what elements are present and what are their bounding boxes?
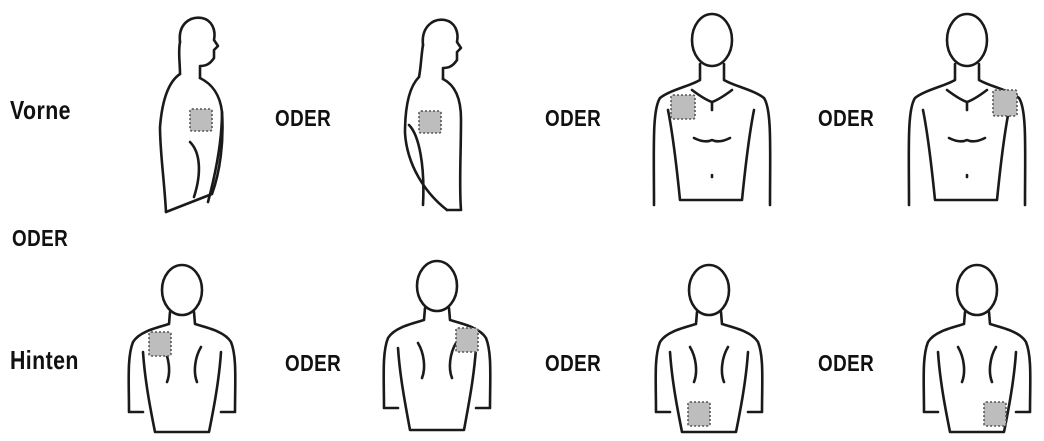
or-label-front-3: ODER	[818, 105, 874, 132]
or-label-back-1: ODER	[285, 350, 341, 377]
patch-site-marker	[190, 109, 212, 131]
or-label-back-3: ODER	[818, 350, 874, 377]
patch-site-marker	[671, 95, 695, 119]
back-row-label: Hinten	[10, 345, 79, 376]
or-label-back-2: ODER	[545, 350, 601, 377]
body-side-profile-figure	[395, 15, 485, 220]
body-front-torso-figure	[650, 10, 775, 215]
front-row-label: Vorne	[10, 95, 71, 126]
body-side-profile-figure	[150, 12, 240, 217]
patch-site-marker	[419, 111, 441, 133]
patch-site-marker	[149, 332, 171, 356]
body-back-torso-figure	[920, 262, 1035, 437]
or-label-front-2: ODER	[545, 105, 601, 132]
patch-site-marker	[456, 328, 478, 352]
body-front-torso-figure	[905, 10, 1030, 215]
body-back-torso-figure	[380, 258, 495, 438]
patch-site-marker	[993, 90, 1017, 116]
body-back-torso-figure	[652, 262, 767, 437]
or-label-front-1: ODER	[275, 105, 331, 132]
or-label-between-rows: ODER	[12, 225, 68, 252]
body-back-torso-figure	[125, 262, 240, 437]
patch-site-marker	[688, 402, 710, 426]
patch-site-marker	[984, 402, 1006, 426]
